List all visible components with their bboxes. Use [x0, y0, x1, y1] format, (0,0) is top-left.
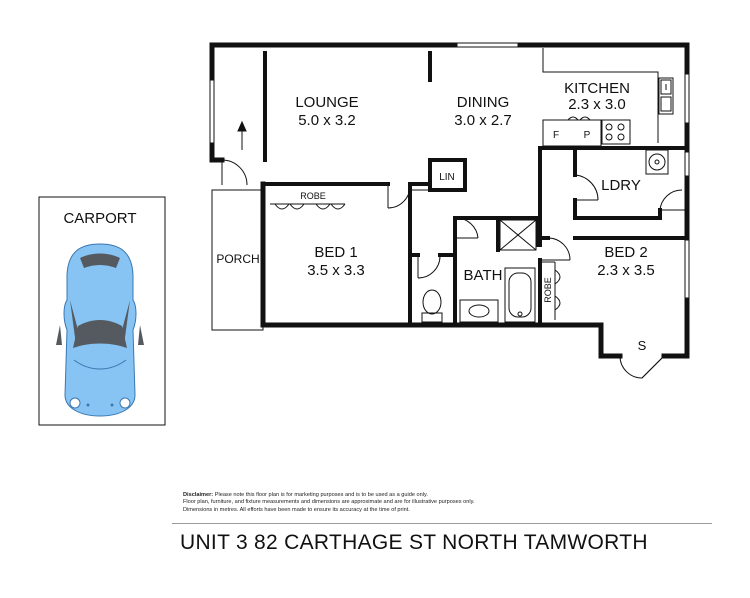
- lounge-label: LOUNGE: [295, 94, 358, 111]
- robe2-label: ROBE: [543, 277, 553, 303]
- entry-arrow-icon: [237, 120, 247, 150]
- disclaimer-line-2: Floor plan, furniture, and fixture measu…: [183, 499, 475, 506]
- robe2-fixture: [540, 261, 561, 320]
- bath-vanity: [459, 299, 499, 323]
- ldry-label: LDRY: [601, 177, 641, 194]
- disclaimer: Disclaimer: Please note this floor plan …: [183, 492, 523, 514]
- porch-label: PORCH: [216, 252, 259, 266]
- pantry-label: P: [584, 130, 591, 141]
- bathtub: [504, 267, 536, 323]
- divider: [172, 523, 712, 524]
- robe1-fixture: [270, 203, 346, 210]
- bed2-label: BED 2: [604, 244, 647, 261]
- disclaimer-line-1: Please note this floor plan is for marke…: [214, 492, 428, 498]
- kitchen-size: 2.3 x 3.0: [568, 96, 626, 113]
- shower: [499, 219, 537, 251]
- dining-size: 3.0 x 2.7: [454, 112, 512, 129]
- fridge-label: F: [553, 130, 559, 141]
- bed1-size: 3.5 x 3.3: [307, 262, 365, 279]
- robe1-label: ROBE: [300, 191, 326, 201]
- carport-outline: [38, 196, 166, 426]
- interior-walls: [263, 51, 689, 327]
- disclaimer-line-3: Dimensions in metres. All efforts have b…: [183, 506, 410, 513]
- car-icon: [56, 243, 144, 417]
- store-label: S: [638, 338, 647, 353]
- doors: [221, 159, 687, 379]
- windows: [209, 42, 690, 300]
- bath-label: BATH: [464, 267, 503, 284]
- dining-label: DINING: [457, 94, 510, 111]
- disclaimer-heading: Disclaimer:: [183, 492, 214, 498]
- toilet: [421, 289, 443, 323]
- kitchen-label: KITCHEN: [564, 80, 630, 97]
- lin-label: LIN: [439, 172, 455, 183]
- bed1-label: BED 1: [314, 244, 357, 261]
- property-address: UNIT 3 82 CARTHAGE ST NORTH TAMWORTH: [180, 531, 648, 554]
- kitchen-bench: [542, 48, 674, 147]
- laundry-tub: [645, 149, 669, 175]
- bed2-size: 2.3 x 3.5: [597, 262, 655, 279]
- carport-label: CARPORT: [63, 210, 136, 227]
- lounge-size: 5.0 x 3.2: [298, 112, 356, 129]
